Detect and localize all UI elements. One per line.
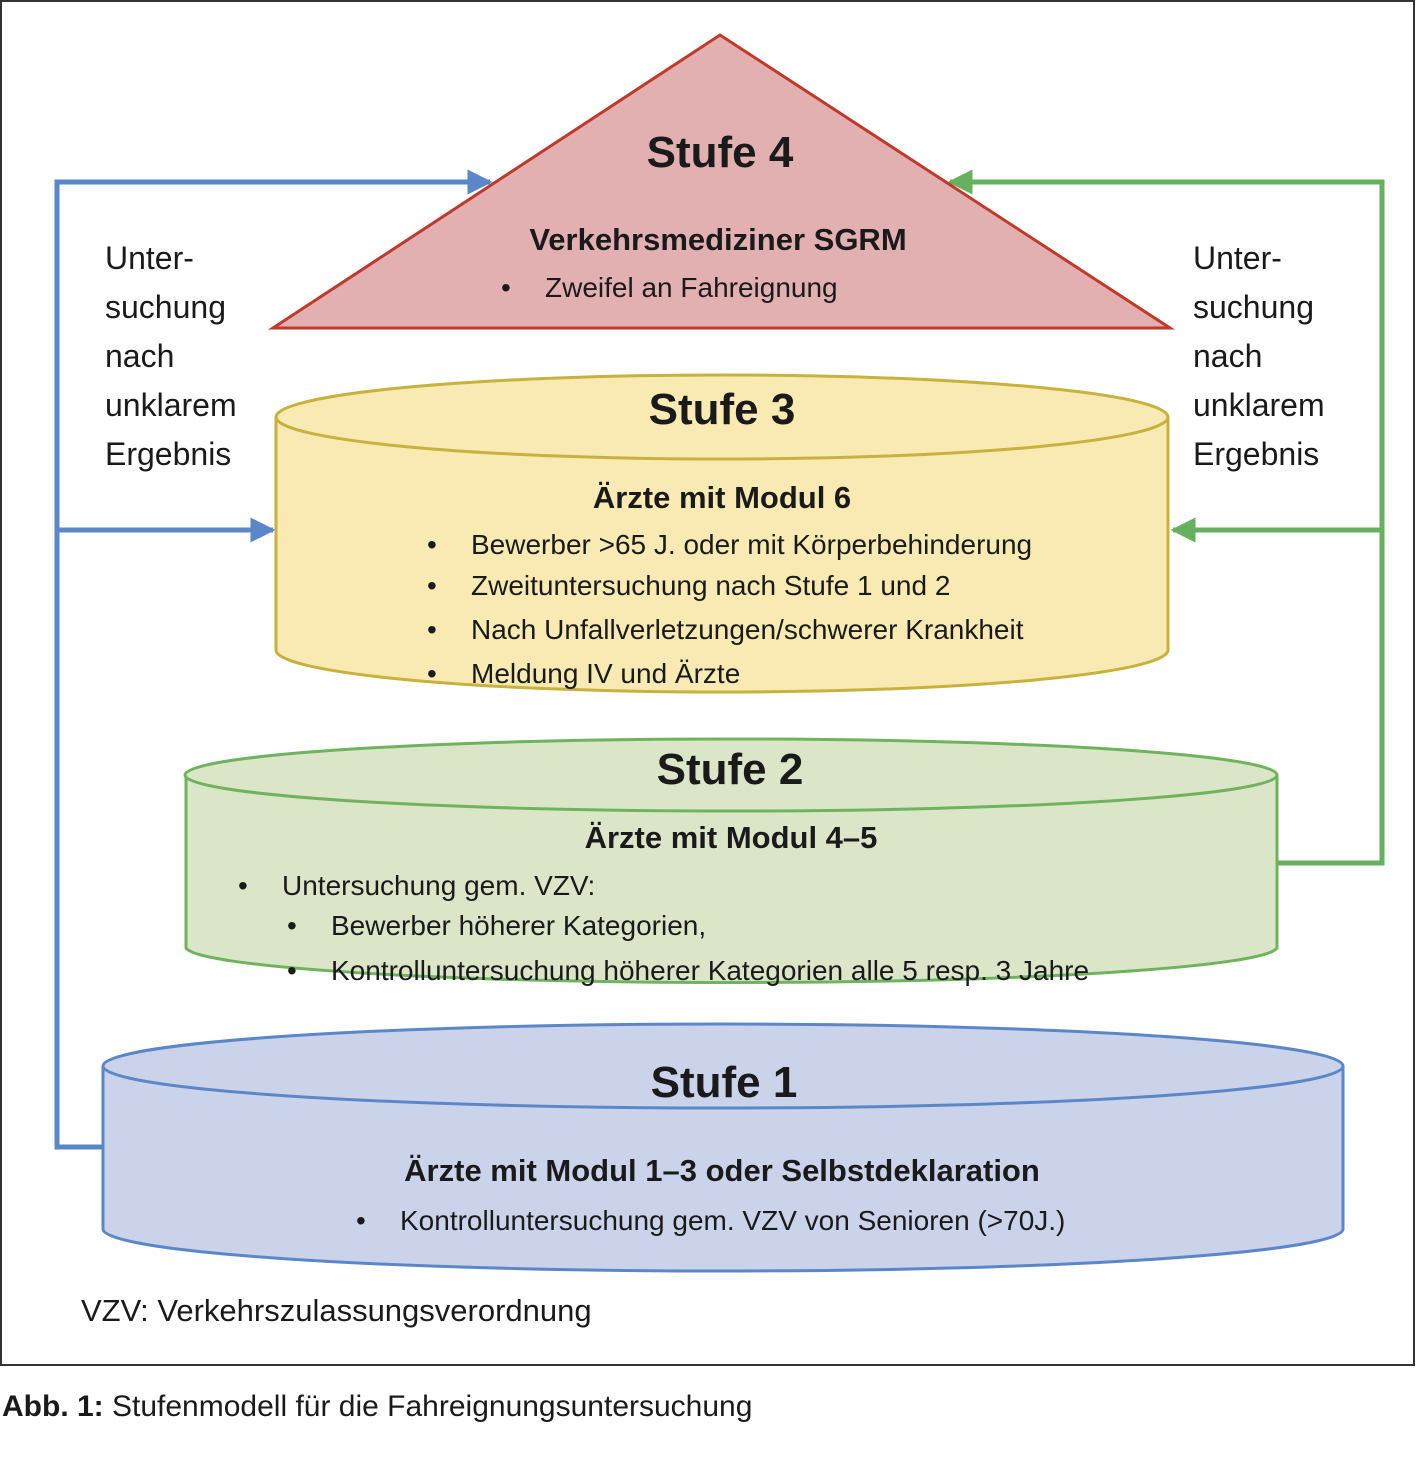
right-note-line: unklarem <box>1193 387 1325 423</box>
left-feedback-arrows <box>54 169 493 1150</box>
left-note-line: Ergebnis <box>105 436 232 472</box>
footnote: VZV: Verkehrszulassungsverordnung <box>81 1293 592 1328</box>
stufe3-item: Nach Unfallverletzungen/schwerer Krankhe… <box>427 614 1023 646</box>
figure-caption: Abb. 1: Stufenmodell für die Fahreignung… <box>2 1390 752 1424</box>
stufe2-title: Stufe 2 <box>656 745 804 794</box>
left-note-line: unklarem <box>105 387 237 423</box>
right-note-line: Ergebnis <box>1193 436 1320 472</box>
stufe4-title: Stufe 4 <box>646 128 794 177</box>
stufe2-item: Bewerber höherer Kategorien, <box>287 910 706 942</box>
outer-frame <box>0 0 1415 1366</box>
stufe4-item: Zweifel an Fahreignung <box>501 272 838 304</box>
caption-label: Abb. 1: <box>2 1390 104 1423</box>
left-note-line: nach <box>105 338 175 374</box>
right-note-line: nach <box>1193 338 1263 374</box>
stufe2-item: Kontrolluntersuchung höherer Kategorien … <box>287 955 1089 987</box>
green-arrow-to-stufe4 <box>947 169 1385 866</box>
caption-text: Stufenmodell für die Fahreignungsuntersu… <box>103 1390 753 1423</box>
stufe3-item: Zweituntersuchung nach Stufe 1 und 2 <box>427 570 950 602</box>
right-note-line: suchung <box>1193 289 1314 325</box>
stufe3-item: Meldung IV und Ärzte <box>427 658 740 690</box>
stufe4-subtitle: Verkehrsmediziner SGRM <box>529 222 907 257</box>
stufe4-roof <box>267 33 1176 330</box>
stufe3-subtitle: Ärzte mit Modul 6 <box>592 480 852 515</box>
stufe2-subtitle: Ärzte mit Modul 4–5 <box>584 820 878 855</box>
left-side-note: Unter- suchung nach unklarem Ergebnis <box>105 234 305 479</box>
right-feedback-arrows <box>947 169 1385 866</box>
left-note-line: suchung <box>105 289 226 325</box>
stufe3-title: Stufe 3 <box>648 385 796 434</box>
left-note-line: Unter- <box>105 240 194 276</box>
stufe1-item: Kontrolluntersuchung gem. VZV von Senior… <box>356 1205 1065 1237</box>
right-side-note: Unter- suchung nach unklarem Ergebnis <box>1193 234 1393 479</box>
right-note-line: Unter- <box>1193 240 1282 276</box>
stufe1-subtitle: Ärzte mit Modul 1–3 oder Selbstdeklarati… <box>404 1153 1040 1188</box>
stufe1-title: Stufe 1 <box>650 1058 798 1107</box>
stufe3-item: Bewerber >65 J. oder mit Körperbehinderu… <box>427 529 1032 561</box>
stufe2-intro: Untersuchung gem. VZV: <box>238 870 595 902</box>
blue-arrow-to-stufe4 <box>54 169 493 1150</box>
